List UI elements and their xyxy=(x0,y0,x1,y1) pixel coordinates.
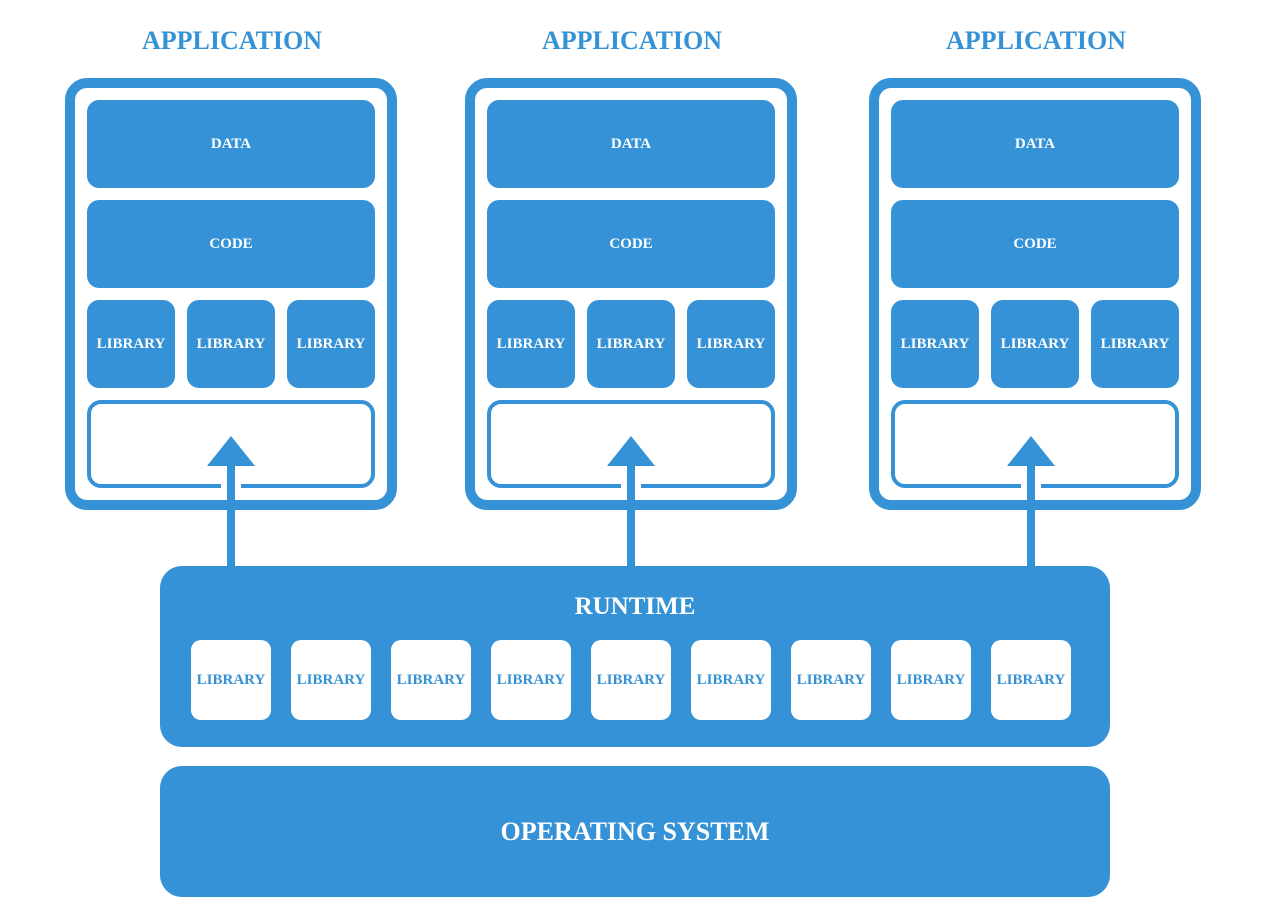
app-library-2-3: LIBRARY xyxy=(687,300,775,388)
runtime-library-7: LIBRARY xyxy=(791,640,871,720)
runtime-library-5: LIBRARY xyxy=(591,640,671,720)
code-block-1: CODE xyxy=(87,200,375,288)
runtime-library-1: LIBRARY xyxy=(191,640,271,720)
code-block-3: CODE xyxy=(891,200,1179,288)
data-block-1: DATA xyxy=(87,100,375,188)
app-library-3-1: LIBRARY xyxy=(891,300,979,388)
app-library-1-1: LIBRARY xyxy=(87,300,175,388)
app-library-3-2: LIBRARY xyxy=(991,300,1079,388)
runtime-library-9: LIBRARY xyxy=(991,640,1071,720)
application-title-1: APPLICATION xyxy=(141,26,323,55)
app-library-3-3: LIBRARY xyxy=(1091,300,1179,388)
application-title-2: APPLICATION xyxy=(541,26,723,55)
arrow-runtime-to-app-1 xyxy=(207,436,255,567)
runtime-library-8: LIBRARY xyxy=(891,640,971,720)
app-library-1-2: LIBRARY xyxy=(187,300,275,388)
runtime-library-2: LIBRARY xyxy=(291,640,371,720)
app-library-1-3: LIBRARY xyxy=(287,300,375,388)
application-title-3: APPLICATION xyxy=(945,26,1127,55)
runtime-library-6: LIBRARY xyxy=(691,640,771,720)
operating-system-block: OPERATING SYSTEM xyxy=(160,766,1110,897)
arrow-runtime-to-app-2 xyxy=(607,436,655,567)
code-block-2: CODE xyxy=(487,200,775,288)
data-block-2: DATA xyxy=(487,100,775,188)
runtime-title: RUNTIME xyxy=(574,593,696,620)
app-library-2-2: LIBRARY xyxy=(587,300,675,388)
runtime-panel: RUNTIME LIBRARY LIBRARY LIBRARY LIBRARY … xyxy=(160,566,1110,747)
runtime-library-3: LIBRARY xyxy=(391,640,471,720)
arrow-runtime-to-app-3 xyxy=(1007,436,1055,567)
app-library-2-1: LIBRARY xyxy=(487,300,575,388)
runtime-library-4: LIBRARY xyxy=(491,640,571,720)
data-block-3: DATA xyxy=(891,100,1179,188)
